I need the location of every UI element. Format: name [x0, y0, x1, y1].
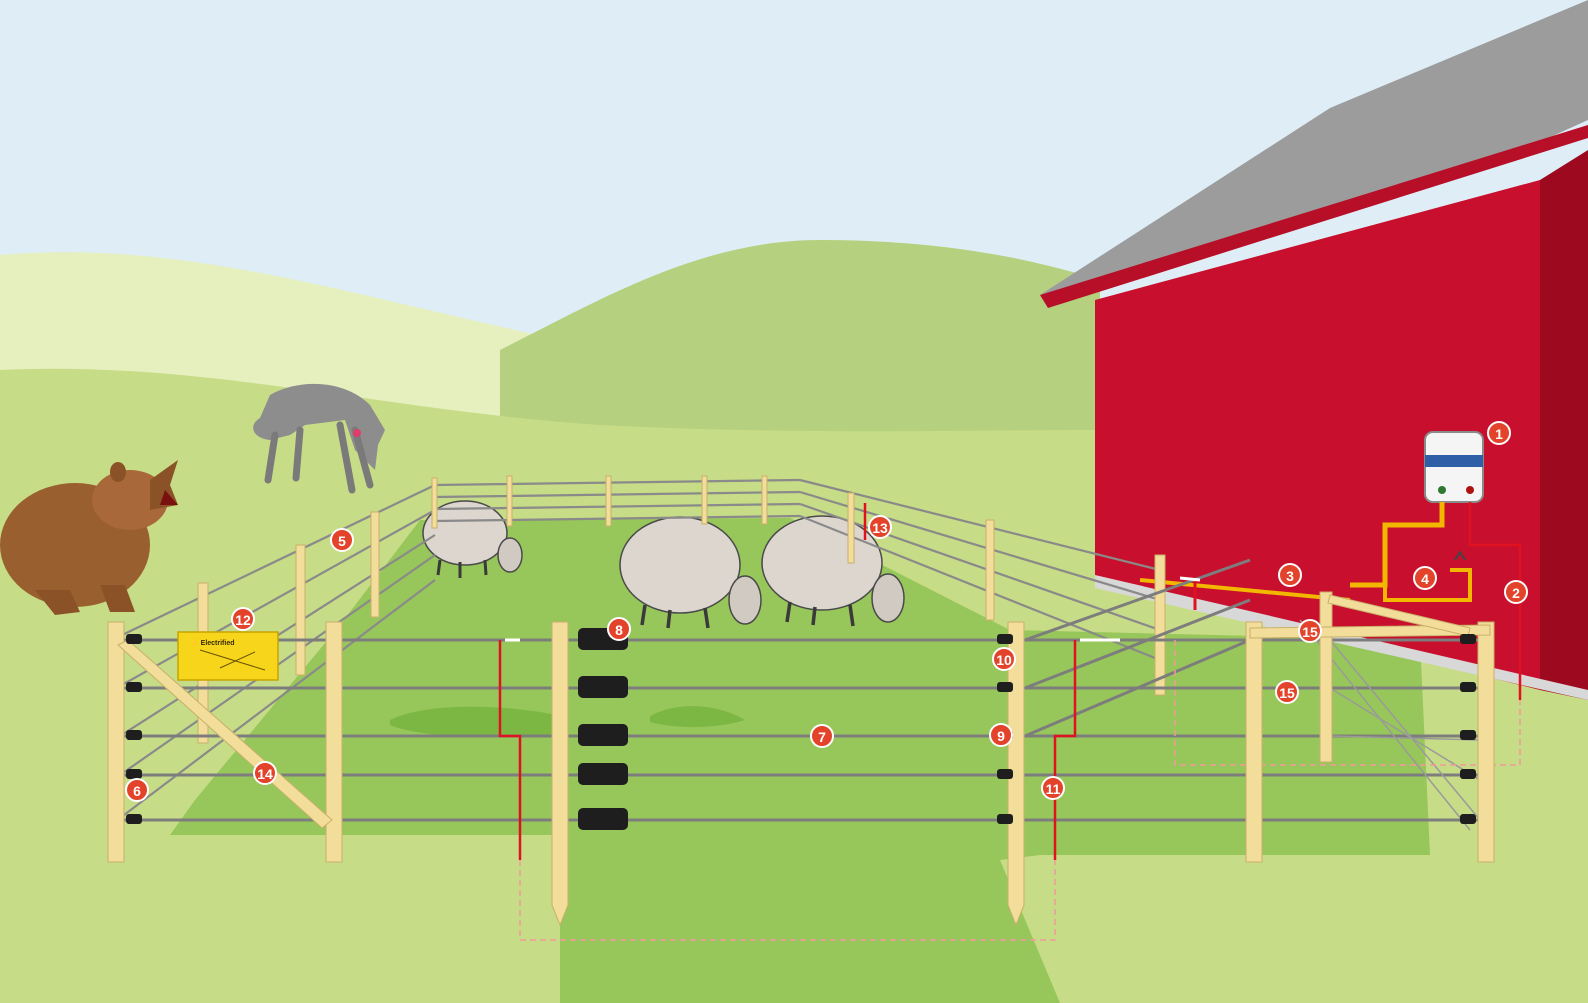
callout-marker: 15 [1299, 620, 1321, 642]
callout-number: 3 [1286, 568, 1294, 584]
callout-number: 11 [1046, 781, 1061, 797]
callout-marker: 6 [126, 779, 148, 801]
callout-number: 14 [257, 766, 273, 782]
callout-marker: 15 [1276, 681, 1298, 703]
callout-marker: 8 [608, 618, 630, 640]
warning-sign-icon: ⚡ Electrified [178, 632, 278, 680]
callout-marker: 4 [1414, 567, 1436, 589]
sign-text: ⚡ Electrified [190, 638, 235, 647]
energizer-icon [1425, 432, 1483, 502]
callout-number: 13 [872, 520, 888, 536]
callout-marker: 5 [331, 529, 353, 551]
callout-marker: 1 [1488, 422, 1510, 444]
callout-number: 8 [615, 622, 623, 638]
callout-marker: 11 [1042, 777, 1064, 799]
callout-number: 10 [996, 652, 1012, 668]
callout-number: 15 [1279, 685, 1295, 701]
callout-number: 15 [1302, 624, 1318, 640]
callout-number: 4 [1421, 571, 1429, 587]
callout-marker: 13 [869, 516, 891, 538]
callout-marker: 12 [232, 608, 254, 630]
callout-number: 1 [1495, 426, 1503, 442]
callout-marker: 10 [993, 648, 1015, 670]
callout-marker: 7 [811, 725, 833, 747]
callout-marker: 3 [1279, 564, 1301, 586]
callout-marker: 9 [990, 724, 1012, 746]
callout-number: 2 [1512, 585, 1520, 601]
callout-number: 5 [338, 533, 346, 549]
barn-wall-side [1540, 150, 1588, 700]
callout-marker: 14 [254, 762, 276, 784]
callout-marker: 2 [1505, 581, 1527, 603]
callout-number: 7 [818, 729, 826, 745]
callout-number: 12 [235, 612, 251, 628]
callout-number: 9 [997, 728, 1005, 744]
callout-number: 6 [133, 783, 141, 799]
